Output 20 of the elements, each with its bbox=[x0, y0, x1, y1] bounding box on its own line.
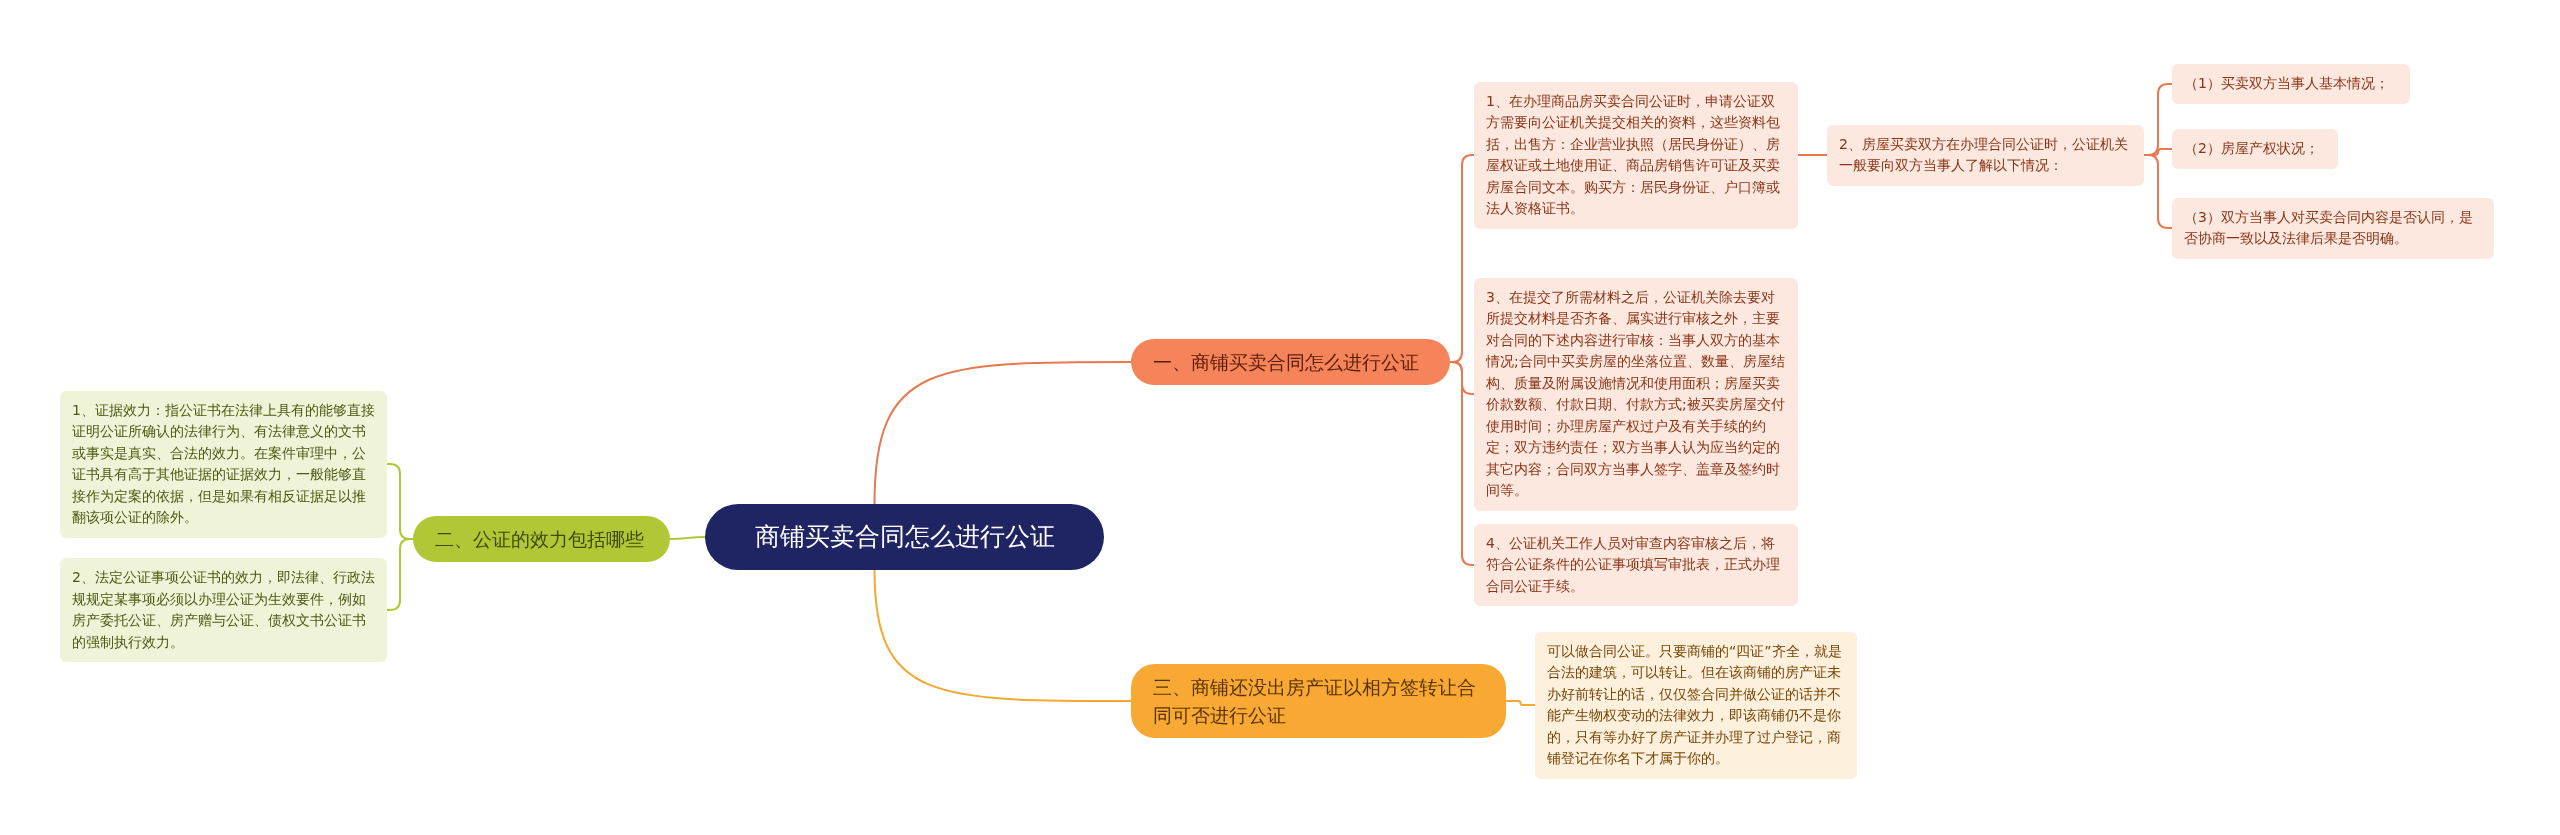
branch-topic: 二、公证的效力包括哪些 bbox=[413, 516, 670, 562]
connector-line bbox=[1797, 154, 1828, 156]
subtopic-card: 4、公证机关工作人员对审查内容审核之后，将符合公证条件的公证事项填写审批表，正式办理合同公证手续。 bbox=[1474, 523, 1798, 607]
subtopic-card: 3、在提交了所需材料之后，公证机关除去要对所提交材料是否齐备、属实进行审核之外，主要对合同的下述内容进行审核：当事人双方的基本情况;合同中买卖房屋的坐落位置、数量、房屋结构、质量及附属设施情况和使用面积；房屋买卖价款数额、付款日期、付款方式;被买卖房屋交付使用时间；办理房屋产权过户及有关手续的约定；双方违约责任；双方当事人认为应当约定的其它内容；合同双方当事人签字、盖章及签约时间等。 bbox=[1474, 277, 1798, 511]
central-topic: 商铺买卖合同怎么进行公证 bbox=[705, 504, 1104, 570]
connector-line bbox=[1505, 700, 1536, 706]
subtopic-card: 1、证据效力：指公证书在法律上具有的能够直接证明公证所确认的法律行为、有法律意义的文书或事实是真实、合法的效力。在案件审理中，公证书具有高于其他证据的证据效力，一般能够直接作为定案的依据，但是如果有相反证据足以推翻该项公证的除外。 bbox=[60, 390, 387, 538]
connector-line bbox=[873, 569, 1132, 702]
subtopic-card: （3）双方当事人对买卖合同内容是否认同，是否协商一致以及法律后果是否明确。 bbox=[2172, 197, 2494, 259]
subtopic-card: 1、在办理商品房买卖合同公证时，申请公证双方需要向公证机关提交相关的资料，这些资料包括，出售方：企业营业执照（居民身份证）、房屋权证或土地使用证、商品房销售许可证及买卖房屋合同文本。购买方：居民身份证、户口簿或法人资格证书。 bbox=[1474, 81, 1798, 229]
subtopic-card: （1）买卖双方当事人基本情况； bbox=[2172, 64, 2410, 104]
branch-topic: 一、商铺买卖合同怎么进行公证 bbox=[1131, 339, 1450, 385]
subtopic-card: 可以做合同公证。只要商铺的“四证”齐全，就是合法的建筑，可以转让。但在该商铺的房产证未办好前转让的话，仅仅签合同并做公证的话并不能产生物权变动的法律效力，即该商铺仍不是你的，只有等办好了房产证并办理了过户登记，商铺登记在你名下才属于你的。 bbox=[1535, 631, 1857, 779]
connector-line bbox=[873, 361, 1132, 505]
subtopic-card: 2、法定公证事项公证书的效力，即法律、行政法规规定某事项必须以办理公证为生效要件，例如房产委托公证、房产赠与公证、债权文书公证书的强制执行效力。 bbox=[60, 558, 387, 662]
connector-line bbox=[669, 536, 706, 540]
subtopic-card: （2）房屋产权状况； bbox=[2172, 129, 2338, 169]
subtopic-card: 2、房屋买卖双方在办理合同公证时，公证机关一般要向双方当事人了解以下情况： bbox=[1827, 124, 2144, 186]
connector-line bbox=[1449, 361, 1475, 566]
branch-topic: 三、商铺还没出房产证以相方签转让合同可否进行公证 bbox=[1131, 664, 1506, 738]
